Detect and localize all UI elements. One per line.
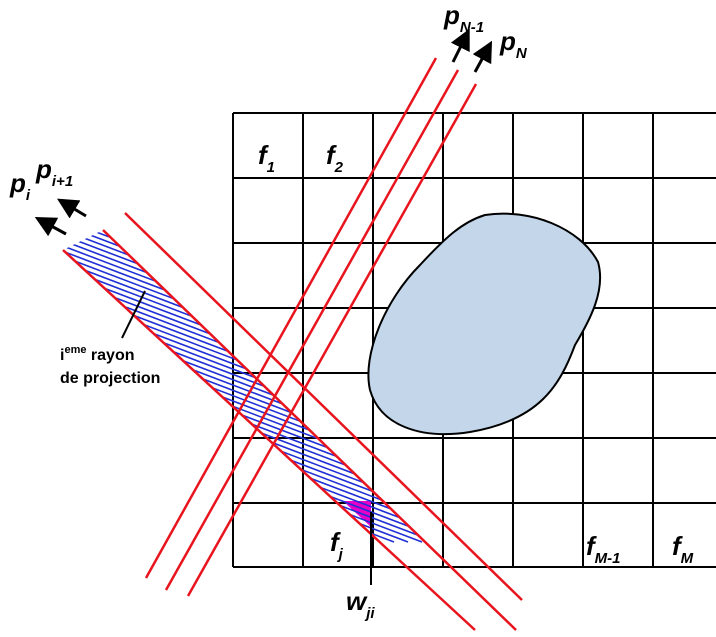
caption-pointer	[121, 290, 146, 339]
hatch-line	[63, 230, 516, 543]
hatch-line	[628, 200, 716, 542]
hatch-line	[712, 200, 716, 542]
ray-caption-line2: de projection	[60, 370, 160, 387]
ray-caption-line1: ieme rayon	[60, 344, 135, 364]
label-f1: f1	[258, 140, 275, 176]
ray-line-N	[164, 69, 460, 591]
label-pi: pi	[9, 168, 31, 204]
label-pN1: pN-1	[443, 0, 484, 36]
imaged-object	[367, 212, 602, 436]
arrow-pN-icon	[472, 40, 493, 73]
hatch-line	[670, 200, 716, 542]
ray-line-N	[186, 83, 478, 597]
hatch-line	[63, 230, 516, 543]
hatch-line	[572, 200, 716, 542]
hatch-line	[63, 230, 479, 543]
label-pN: pN	[499, 26, 528, 62]
ray-line-i	[102, 229, 517, 631]
hatch-line	[656, 200, 716, 542]
hatch-line	[586, 200, 716, 542]
label-fj: fj	[330, 527, 344, 563]
hatch-line	[614, 200, 716, 542]
rays-i	[62, 212, 523, 631]
rays-N	[144, 57, 478, 597]
label-fM1: fM-1	[586, 531, 621, 567]
label-pi1: pi+1	[35, 154, 73, 190]
hatch-line	[684, 200, 716, 542]
hatch-line	[698, 200, 716, 542]
label-fM: fM	[672, 531, 694, 567]
label-f2: f2	[326, 140, 344, 176]
ray-line-i	[62, 249, 476, 631]
hatch-line	[63, 230, 493, 543]
arrow-pN1-icon	[450, 28, 470, 63]
arrow-pi1-icon	[56, 198, 87, 219]
ray-line-i	[124, 212, 523, 601]
label-wji: wji	[346, 586, 375, 622]
ray-line-N	[144, 57, 438, 579]
hatch-line	[63, 230, 507, 543]
arrow-pi-icon	[34, 216, 67, 237]
hatch-line	[600, 200, 716, 542]
